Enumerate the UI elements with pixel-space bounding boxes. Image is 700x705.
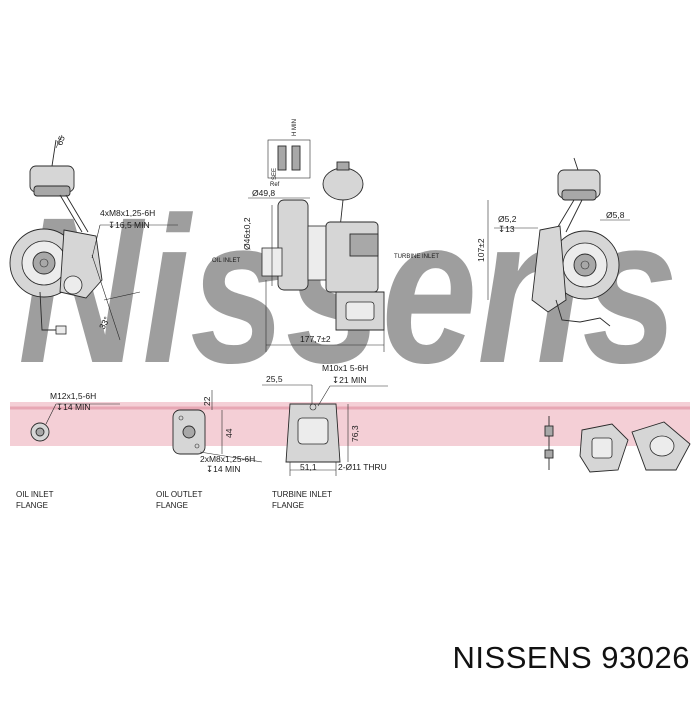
turbine-flange-port [345,301,375,321]
oil-inlet-leader [45,403,57,425]
footer-part-number: NISSENS 93026 [420,640,690,680]
right-actuator-base [561,189,597,201]
oil-outlet-label-2: FLANGE [156,501,188,510]
left-thread-label: 4xM8x1,25-6H [100,208,155,218]
center-actuator [322,167,364,201]
center-actuator-cap [336,161,350,171]
oil-outlet-leader [199,451,263,463]
compressor-nut [39,258,49,268]
stud-nut-b [544,449,554,459]
inset-frame [267,139,311,179]
oil-outlet-label-1: OIL OUTLET [156,490,202,499]
oil-inlet-callout: OIL INLET [212,258,240,264]
oil-outlet-dim1: 22 [202,396,212,406]
compressor-wheel [32,251,56,275]
color-band [10,402,690,446]
turbine-inlet-label-2: FLANGE [272,501,304,510]
oil-outlet-flange-bore [182,425,196,439]
actuator-nipple [51,139,57,167]
inset-label-1: H MIN [292,119,298,136]
inset-part-a [277,145,287,171]
accessories [544,416,691,473]
oil-pipe-fitting [55,325,67,335]
turbine-inlet-dim2: 76,3 [350,425,360,442]
right-d1-depth: ↧13 [498,224,515,234]
left-turbo-view: 65 4xM8x1,25-6H ↧16,5 MIN 33° [9,134,178,341]
oil-outlet-hole-b [194,443,200,449]
turbine-inlet-label-1: TURBINE INLET [272,490,332,499]
oil-inlet-label-1: OIL INLET [16,490,54,499]
right-turbo-view: 107±2 Ø5,2 ↧13 Ø5,8 [476,157,630,327]
center-d2-label: Ø46±0,2 [242,217,252,250]
turbine-inlet-dim1: 25,5 [266,374,283,384]
left-depth-label: ↧16,5 MIN [108,220,150,230]
oil-inlet-depth: ↧14 MIN [56,402,91,412]
oil-outlet-thread: 2xM8x1,25-6H [200,454,255,464]
turbine-inlet-stud [309,403,317,411]
elbow-flange-port [649,435,675,457]
angle-leader [55,134,63,149]
actuator-base [33,185,71,197]
thread-leader [91,224,101,259]
center-turbine [325,221,379,293]
angle-label: 65 [54,134,67,146]
oil-outlet-flange: 22 44 2xM8x1,25-6H ↧14 MIN OIL OUTLET FL… [156,390,263,510]
right-actuator-rod [555,199,583,233]
oil-outlet-dim2: 44 [224,428,234,438]
brand-name: NISSENS [452,640,593,675]
inset-part-b [291,145,301,171]
right-actuator-nipple [573,157,579,171]
right-d2-label: Ø5,8 [606,210,625,220]
gasket-port [591,437,613,459]
center-d1-label: Ø49,8 [252,188,275,198]
inset-label-2: SEE [272,168,278,180]
turbine-outlet [63,275,83,295]
turbine-inlet-callout: TURBINE INLET [394,254,439,260]
oil-inlet-flange: M12x1,5-6H ↧14 MIN OIL INLET FLANGE [16,391,120,510]
offset-leader [91,254,141,341]
stud-nut-a [544,425,554,437]
part-number: 93026 [601,640,690,675]
bearing-housing [307,225,327,281]
center-length-label: 177,7±2 [300,334,331,344]
oil-outlet-hole-a [178,415,184,421]
right-oil-pipe [555,299,611,327]
turbine-inlet-thread-leader [317,385,331,407]
inset-label-3: Ref [270,182,280,188]
right-height-label: 107±2 [476,238,486,262]
turbine-inlet-holes: 2-Ø11 THRU [338,462,387,472]
turbine-inlet-flange: 25,5 M10x1 5-6H ↧21 MIN 76,3 51,1 2-Ø11 … [262,363,388,510]
oil-outlet-depth: ↧14 MIN [206,464,241,474]
turbine-inlet-depth: ↧21 MIN [332,375,367,385]
turbine-detail [349,233,379,257]
actuator-rod [59,194,89,233]
right-compressor-wheel [573,253,597,277]
center-turbo-view: H MIN SEE Ref Ø49,8 Ø46±0,2 177,7±2 OIL … [212,119,439,352]
turbine-inlet-port [297,417,329,445]
oil-inlet-flange-bore [35,427,45,437]
oil-inlet-thread: M12x1,5-6H [50,391,96,401]
turbine-inlet-dim3: 51,1 [300,462,317,472]
center-compressor [277,199,309,291]
right-turbine-housing [531,225,567,313]
right-compressor-nut [580,260,590,270]
oil-inlet-label-2: FLANGE [16,501,48,510]
oil-pipe [39,291,60,331]
turbine-inlet-thread: M10x1 5-6H [322,363,368,373]
right-d1-label: Ø5,2 [498,214,517,224]
